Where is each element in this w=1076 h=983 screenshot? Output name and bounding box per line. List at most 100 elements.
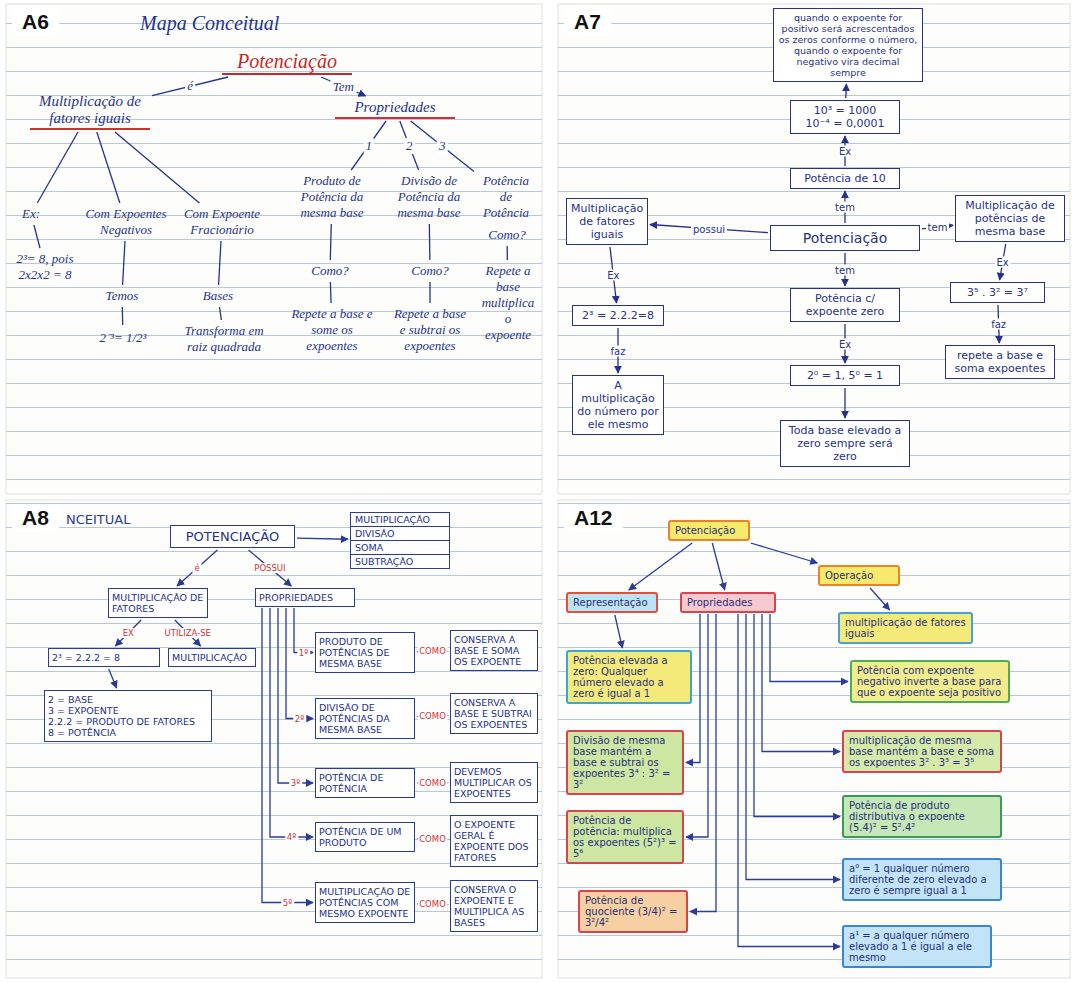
concept-text: Potência c/ expoente zero <box>795 292 895 318</box>
connector <box>738 614 840 947</box>
concept-text: Com Expoente Fracionário <box>179 206 265 238</box>
edge-label: POSSUI <box>252 563 287 573</box>
edge-label: COMO <box>417 711 448 721</box>
edge-label: é <box>185 78 195 94</box>
concept-box: Potência c/ expoente zero <box>790 288 900 322</box>
concept-text: Potência de 10 <box>795 172 895 185</box>
concept-text: Como? <box>300 262 360 280</box>
edge-label: 3 <box>437 138 448 154</box>
concept-text: Ex: <box>17 206 45 222</box>
concept-text: Potência elevada a zero: Qualquer número… <box>573 655 685 699</box>
concept-text: CONSERVA A BASE E SUBTRAI OS EXPOENTES <box>454 697 534 730</box>
concept-box: Potência de quociente (3/4)² = 3²/4² <box>578 890 688 933</box>
concept-text: MULTIPLICAÇÃO DE POTÊNCIAS COM MESMO EXP… <box>319 886 411 919</box>
ruled-lines <box>558 4 1070 494</box>
concept-box: 10³ = 100010⁻⁴ = 0,0001 <box>790 100 900 134</box>
connector <box>429 282 430 303</box>
concept-text: Como? <box>478 226 536 244</box>
edge-label: 1 <box>363 138 374 154</box>
concept-text: Produto de Potência da mesma base <box>291 173 373 221</box>
connector <box>746 614 840 880</box>
concept-box: CONSERVA A BASE E SUBTRAI OS EXPOENTES <box>450 693 538 734</box>
concept-box: 2³ = 2.2.2 = 8 <box>48 648 160 667</box>
concept-text: a¹ = a qualquer número elevado a 1 é igu… <box>849 930 985 963</box>
concept-text: POTÊNCIA DE POTÊNCIA <box>319 772 411 794</box>
concept-text: Temos <box>95 288 149 304</box>
edge-label: COMO <box>417 778 448 788</box>
connector <box>690 614 716 912</box>
connector <box>122 307 124 325</box>
concept-box: a¹ = a qualquer número elevado a 1 é igu… <box>842 925 992 968</box>
concept-box: a⁰ = 1 qualquer número diferente de zero… <box>842 858 1002 901</box>
edge-label: Ex <box>605 270 621 281</box>
concept-box: POTÊNCIA DE UM PRODUTO <box>315 822 415 852</box>
concept-text: Potência de potência: multiplica os expo… <box>573 815 677 859</box>
ruled-lines <box>6 4 542 494</box>
concept-text: repete a base e soma expoentes <box>950 349 1050 375</box>
concept-text: MULTIPLICAÇÃO <box>351 513 449 527</box>
edge-label: possui <box>691 223 727 234</box>
concept-box: Potência com expoente negativo inverte a… <box>850 660 1010 703</box>
concept-box: MULTIPLICAÇÃO DE FATORES <box>108 588 208 618</box>
connector <box>330 282 332 303</box>
concept-text: 10³ = 1000 <box>795 104 895 117</box>
page-heading: NCEITUAL <box>66 512 130 527</box>
panel-tag: A8 <box>12 504 59 532</box>
notebook-page <box>6 4 542 494</box>
concept-text: Transforma em raiz quadrada <box>178 322 270 356</box>
concept-box: quando o expoente for positivo será acre… <box>773 8 923 82</box>
concept-text: 3⁵ . 3² = 3⁷ <box>955 286 1040 299</box>
connector <box>177 550 217 586</box>
concept-box: Multiplicação de fatores iguais <box>566 198 648 245</box>
ruled-lines <box>558 500 1070 978</box>
connector <box>400 121 419 170</box>
concept-box: Potência elevada a zero: Qualquer número… <box>566 650 692 704</box>
connector <box>123 241 125 285</box>
concept-text: Potenciação <box>777 230 913 246</box>
connector <box>97 132 120 203</box>
connector <box>109 669 117 688</box>
concept-box: Potência de potência: multiplica os expo… <box>566 810 684 864</box>
concept-text: Multiplicação de fatores iguais <box>30 92 150 130</box>
concept-text: a⁰ = 1 qualquer número diferente de zero… <box>849 863 995 896</box>
concept-text: Potência de Potência <box>479 173 533 221</box>
concept-box: MULTIPLICAÇÃO <box>168 648 256 667</box>
concept-text: CONSERVA O EXPOENTE E MULTIPLICA AS BASE… <box>454 884 534 928</box>
concept-text: Propriedades <box>687 597 769 608</box>
connector <box>762 614 840 752</box>
connector <box>712 543 724 590</box>
connector <box>411 121 474 171</box>
concept-text: Como? <box>403 263 457 279</box>
concept-text: 2³ = 2.2.2=8 <box>577 309 659 322</box>
concept-box: MULTIPLICAÇÃO DE POTÊNCIAS COM MESMO EXP… <box>315 882 415 923</box>
concept-text: Potenciação <box>222 50 352 75</box>
concept-box: MULTIPLICAÇÃODIVISÃOSOMASUBTRAÇÃO <box>350 512 450 569</box>
connector <box>115 132 199 203</box>
concept-box: A multiplicação do número por ele mesmo <box>572 375 664 435</box>
concept-text: 10⁻⁴ = 0,0001 <box>795 117 895 130</box>
concept-text: 8 = POTÊNCIA <box>48 727 208 738</box>
concept-text: SOMA <box>351 541 449 555</box>
concept-box: Potência de 10 <box>790 168 900 189</box>
connector <box>770 614 848 682</box>
concept-text: Temos <box>92 287 152 305</box>
edge-label: Ex <box>837 146 853 157</box>
concept-box: repete a base e soma expoentes <box>945 345 1055 379</box>
concept-text: DIVISÃO DE POTÊNCIAS DA MESMA BASE <box>319 702 411 735</box>
connector <box>321 77 366 96</box>
concept-text: DIVISÃO <box>351 527 449 541</box>
connector <box>286 608 313 719</box>
concept-text: Bases <box>190 287 246 305</box>
concept-box: 2⁰ = 1, 5⁰ = 1 <box>790 365 900 386</box>
concept-text: Com Expoentes Negativos <box>82 205 170 239</box>
concept-box: CONSERVA A BASE E SOMA OS EXPOENTE <box>450 630 538 671</box>
edge-label: Ex <box>837 338 853 349</box>
concept-text: Produto de Potência da mesma base <box>288 172 376 222</box>
connector <box>629 543 692 590</box>
concept-text: Potenciação <box>225 50 349 73</box>
concept-box: PROPRIEDADES <box>255 588 355 607</box>
concept-text: 2 = BASE <box>48 694 208 705</box>
concept-text: Multiplicação de fatores iguais <box>571 202 643 241</box>
concept-text: Multiplicação de potências de mesma base <box>960 199 1060 238</box>
